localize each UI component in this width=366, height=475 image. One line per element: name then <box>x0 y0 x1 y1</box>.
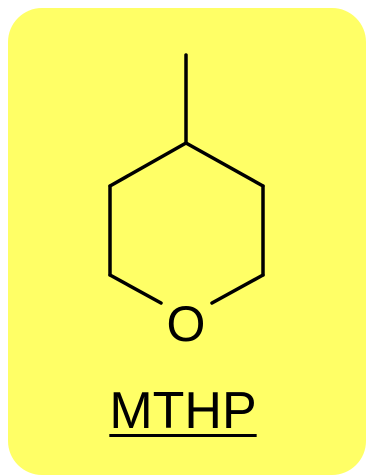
ring-bond-c4-c5 <box>184 141 265 188</box>
ring-bond-c6-o <box>210 273 265 305</box>
ring-bond-c4-c3 <box>108 141 188 188</box>
oxygen-atom-label: O <box>166 296 206 352</box>
ring-bond-c2-o <box>108 273 163 305</box>
compound-name-label: MTHP <box>109 382 257 440</box>
